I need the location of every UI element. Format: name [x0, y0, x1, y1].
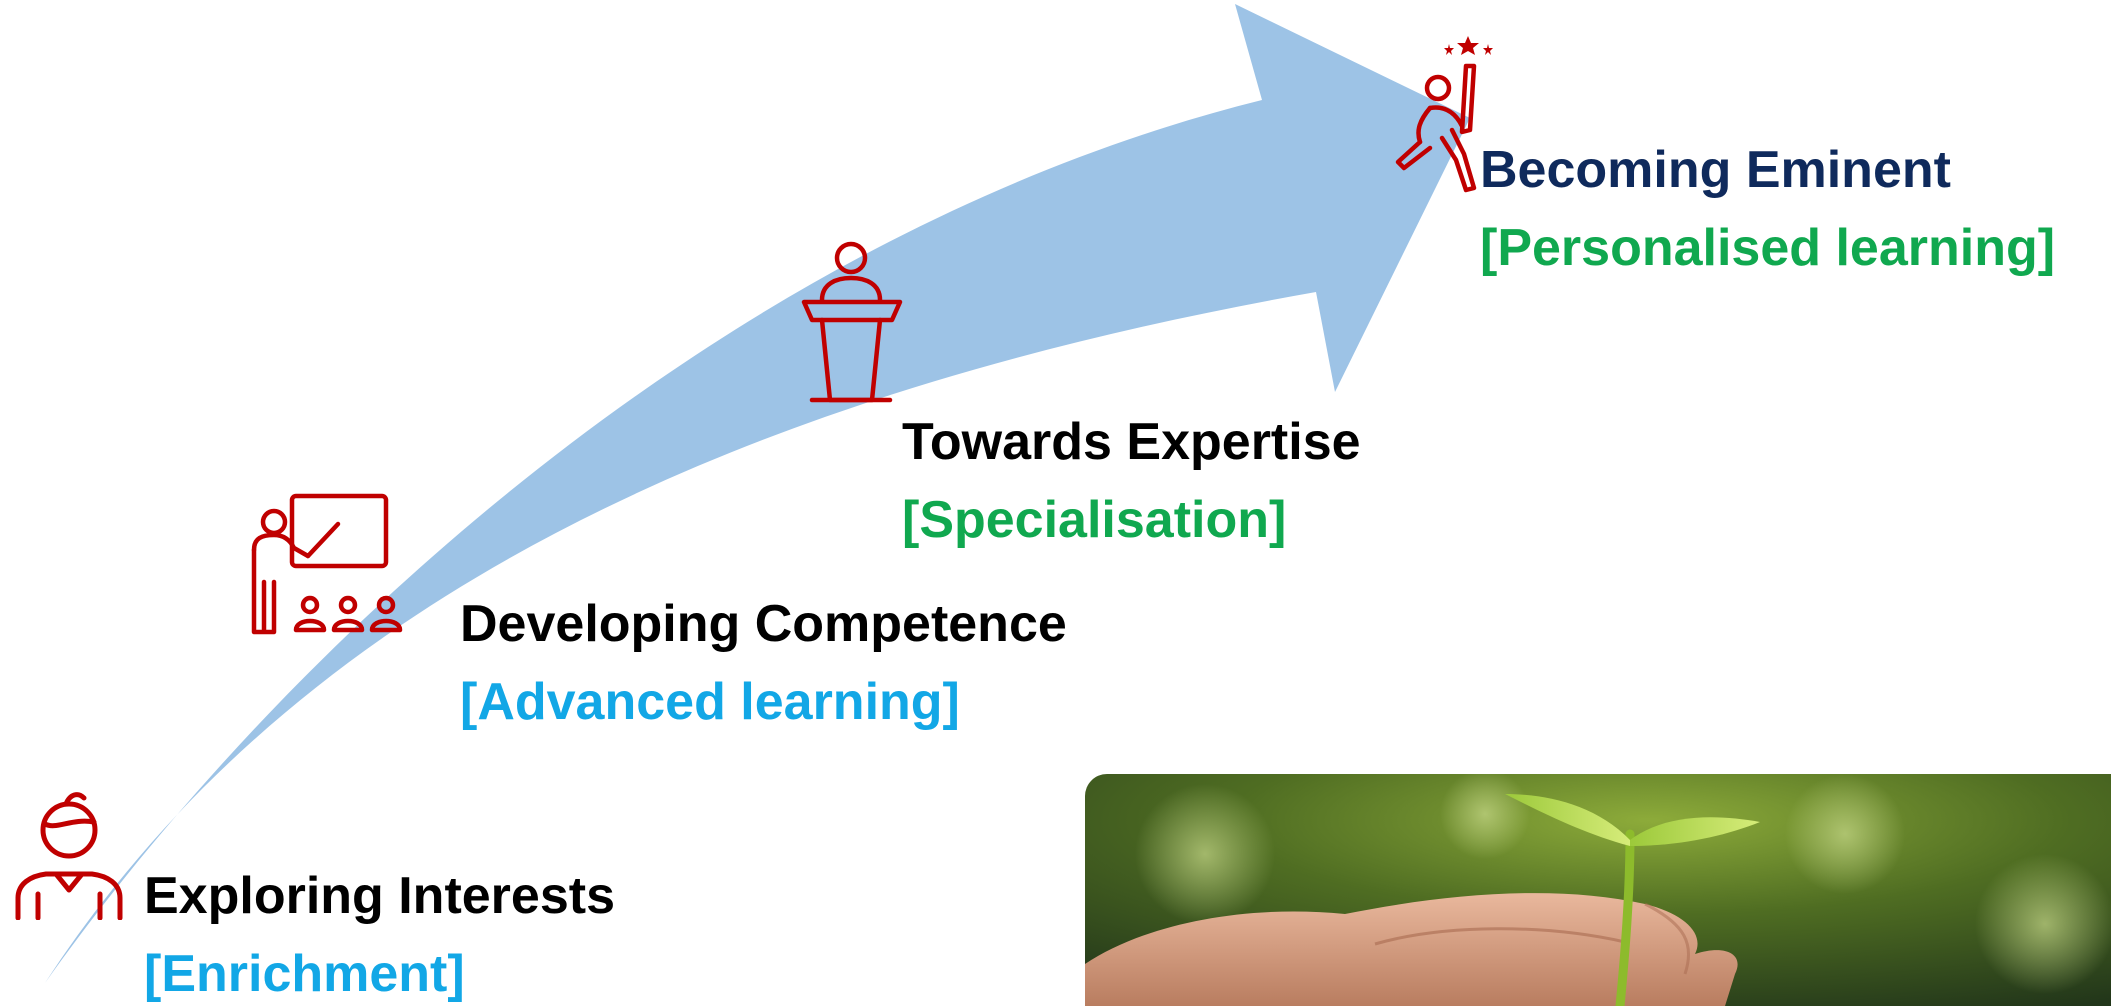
seedling-photo-illustration [1085, 774, 2111, 1006]
stage-2-title: Developing Competence [460, 595, 1067, 653]
stage-1-subtitle: [Enrichment] [144, 945, 465, 1003]
stage-4-label: Becoming Eminent [Personalised learning] [1480, 144, 2055, 274]
stage-3-title: Towards Expertise [902, 413, 1361, 471]
stage-4-title: Becoming Eminent [1480, 141, 1951, 199]
seedling-photo [1085, 774, 2111, 1006]
stage-3-label: Towards Expertise [Specialisation] [902, 416, 1361, 546]
student-icon [15, 792, 123, 920]
stage-4-subtitle: [Personalised learning] [1480, 219, 2056, 277]
stage-1-title: Exploring Interests [144, 867, 615, 925]
teacher-board-icon [251, 493, 403, 635]
stage-3-subtitle: [Specialisation] [902, 491, 1287, 549]
podium-speaker-icon [801, 241, 903, 403]
stage-2-label: Developing Competence [Advanced learning… [460, 598, 1067, 728]
stage-1-label: Exploring Interests [Enrichment] [144, 870, 615, 1000]
growth-arrow-shape [45, 4, 1470, 983]
stage-2-subtitle: [Advanced learning] [460, 673, 960, 731]
star-achiever-icon [1395, 36, 1493, 193]
